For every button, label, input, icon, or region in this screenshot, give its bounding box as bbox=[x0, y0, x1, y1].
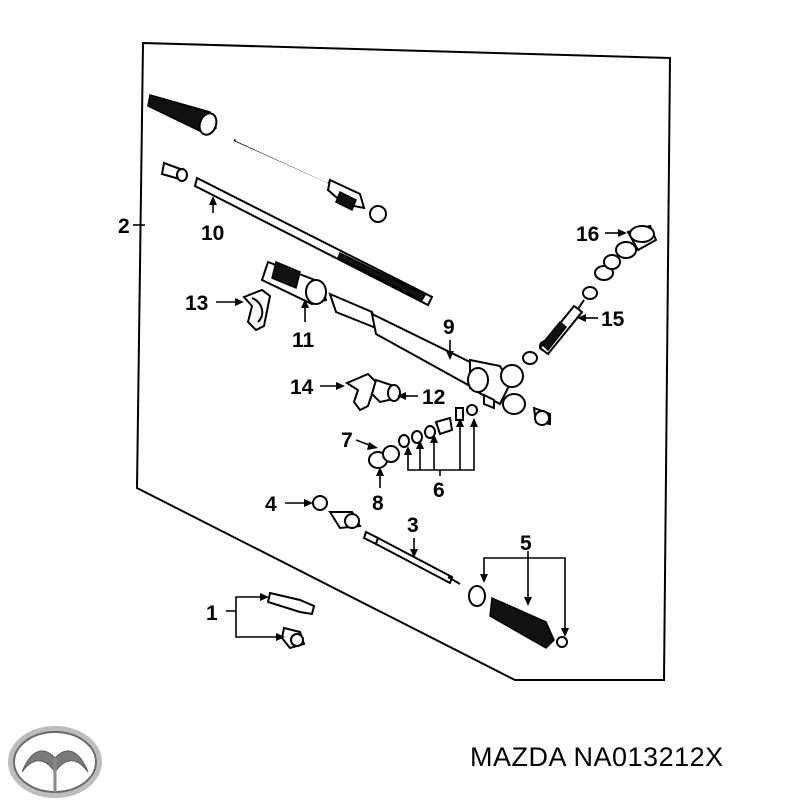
clamp-13 bbox=[242, 288, 272, 332]
callout-1: 1 bbox=[206, 602, 218, 625]
callout-11: 11 bbox=[292, 329, 315, 352]
pinion-bearing-stack bbox=[582, 224, 658, 300]
callout-6: 6 bbox=[433, 479, 445, 502]
rack-bar bbox=[193, 176, 434, 307]
callout-10: 10 bbox=[201, 222, 224, 245]
callout-5: 5 bbox=[520, 532, 532, 555]
callout-12: 12 bbox=[422, 386, 445, 409]
bushing-small bbox=[160, 161, 188, 182]
rack-boot-lower bbox=[468, 585, 568, 649]
mazda-logo-icon bbox=[8, 726, 102, 798]
callout-labels: 1 2 3 4 5 6 7 8 9 10 11 12 13 14 15 16 bbox=[118, 215, 625, 625]
callout-9: 9 bbox=[443, 316, 455, 339]
callout-16: 16 bbox=[576, 223, 599, 246]
callout-4: 4 bbox=[265, 493, 277, 516]
callout-14: 14 bbox=[290, 376, 314, 399]
part-number-label: MAZDA NA013212X bbox=[470, 742, 724, 772]
yoke-parts bbox=[368, 404, 478, 469]
callout-leaders bbox=[209, 196, 627, 641]
rack-housing bbox=[328, 292, 551, 426]
inner-tie-rod-upper bbox=[233, 139, 387, 223]
callout-8: 8 bbox=[372, 492, 384, 515]
diagram-frame bbox=[135, 41, 672, 681]
rack-boot-upper bbox=[147, 94, 218, 136]
bushing-12 bbox=[370, 378, 401, 404]
clamp-14 bbox=[344, 372, 378, 412]
callout-13: 13 bbox=[185, 292, 208, 315]
callout-7: 7 bbox=[341, 429, 353, 452]
callout-15: 15 bbox=[601, 308, 625, 331]
bushing-4 bbox=[312, 495, 328, 511]
tie-rod-end bbox=[266, 591, 316, 650]
callout-3: 3 bbox=[407, 514, 419, 537]
inner-tie-rod-lower bbox=[328, 511, 461, 585]
mount-bushing bbox=[260, 260, 328, 306]
pinion-shaft bbox=[538, 299, 585, 356]
callout-2: 2 bbox=[118, 215, 130, 238]
